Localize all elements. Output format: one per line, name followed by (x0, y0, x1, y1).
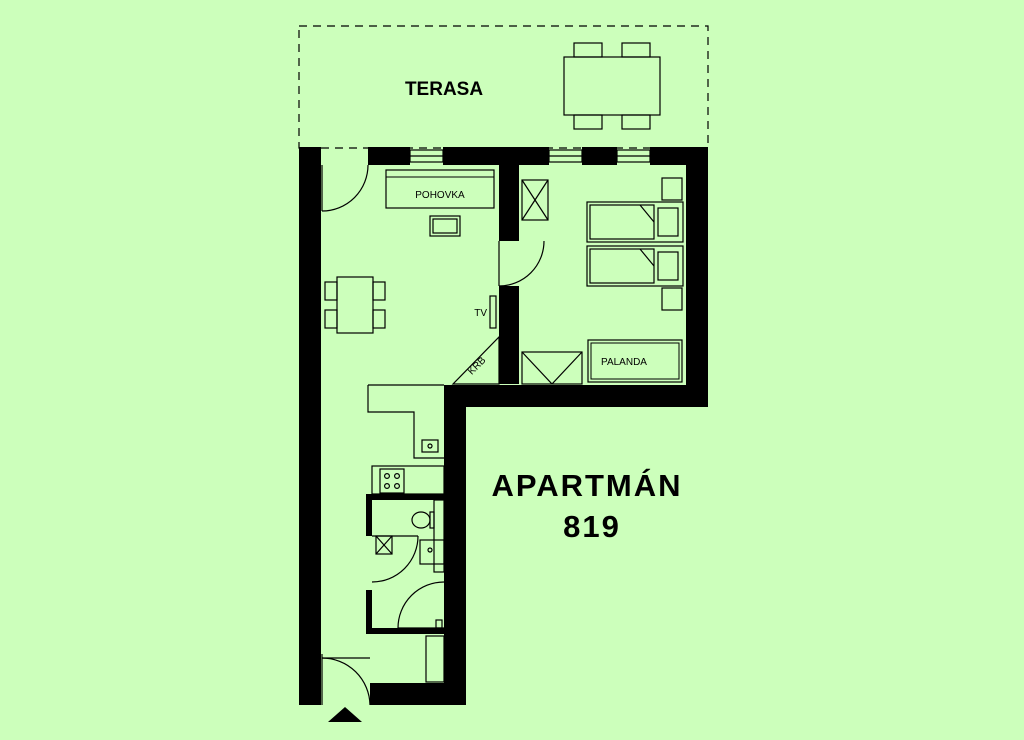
tv: TV (474, 295, 497, 329)
bathroom-fixtures (375, 499, 445, 683)
dining-set (324, 276, 386, 334)
apartment-title: APARTMÁN (491, 468, 682, 503)
walls (299, 147, 708, 705)
doors (321, 164, 545, 706)
fireplace-label: KRB (466, 355, 489, 378)
coffee-table (429, 215, 461, 237)
terrace (298, 25, 709, 149)
apartment-number: 819 (563, 509, 621, 544)
bedroom-furniture (521, 177, 684, 385)
sofa-label: POHOVKA (415, 190, 465, 201)
terrace-dining-set (563, 42, 661, 130)
sofa: POHOVKA (385, 169, 495, 209)
tv-label: TV (474, 308, 487, 319)
bunk-bed-label: PALANDA (601, 357, 647, 368)
bunk-bed: PALANDA (587, 339, 683, 383)
entrance-arrow-icon (328, 707, 362, 722)
kitchen-counter (367, 384, 445, 495)
fireplace: KRB (451, 335, 500, 385)
terrace-label: TERASA (405, 79, 483, 100)
windows (409, 149, 651, 163)
